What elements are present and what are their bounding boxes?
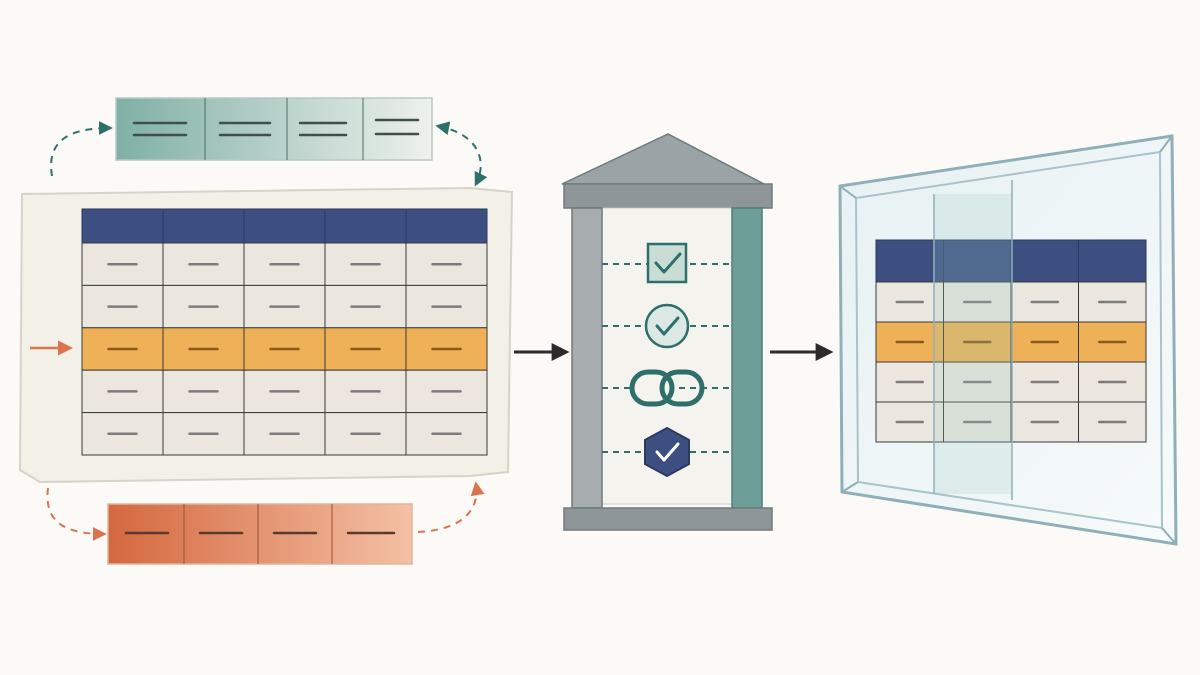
table-header-cell [243, 208, 326, 244]
validation-gate [561, 133, 773, 531]
table-header-cell [1010, 239, 1079, 283]
table-cell [875, 281, 944, 323]
display-table [875, 239, 1147, 443]
table-header-cell [162, 208, 245, 244]
bottom-strip-link-arrow [46, 487, 107, 541]
chain-link-icon [629, 369, 705, 407]
circle-check-icon [644, 303, 690, 349]
hexagon-check-icon [644, 426, 690, 478]
table-header-cell [81, 208, 164, 244]
top-strip-sync-arrow [435, 121, 488, 187]
bottom-record-strip [107, 503, 413, 565]
glass-overlay [933, 180, 1013, 500]
checkbox-check-icon [646, 242, 688, 284]
table-header-cell [1078, 239, 1147, 283]
main-table [81, 208, 488, 456]
table-header-cell [324, 208, 407, 244]
bottom-strip-sync-arrow [417, 481, 485, 533]
top-strip-link-arrow [50, 121, 113, 177]
table-cell [324, 369, 407, 414]
table-header-cell [405, 208, 488, 244]
table-cell [943, 361, 1012, 403]
table-cell [324, 284, 407, 329]
top-record-strip [115, 97, 433, 161]
